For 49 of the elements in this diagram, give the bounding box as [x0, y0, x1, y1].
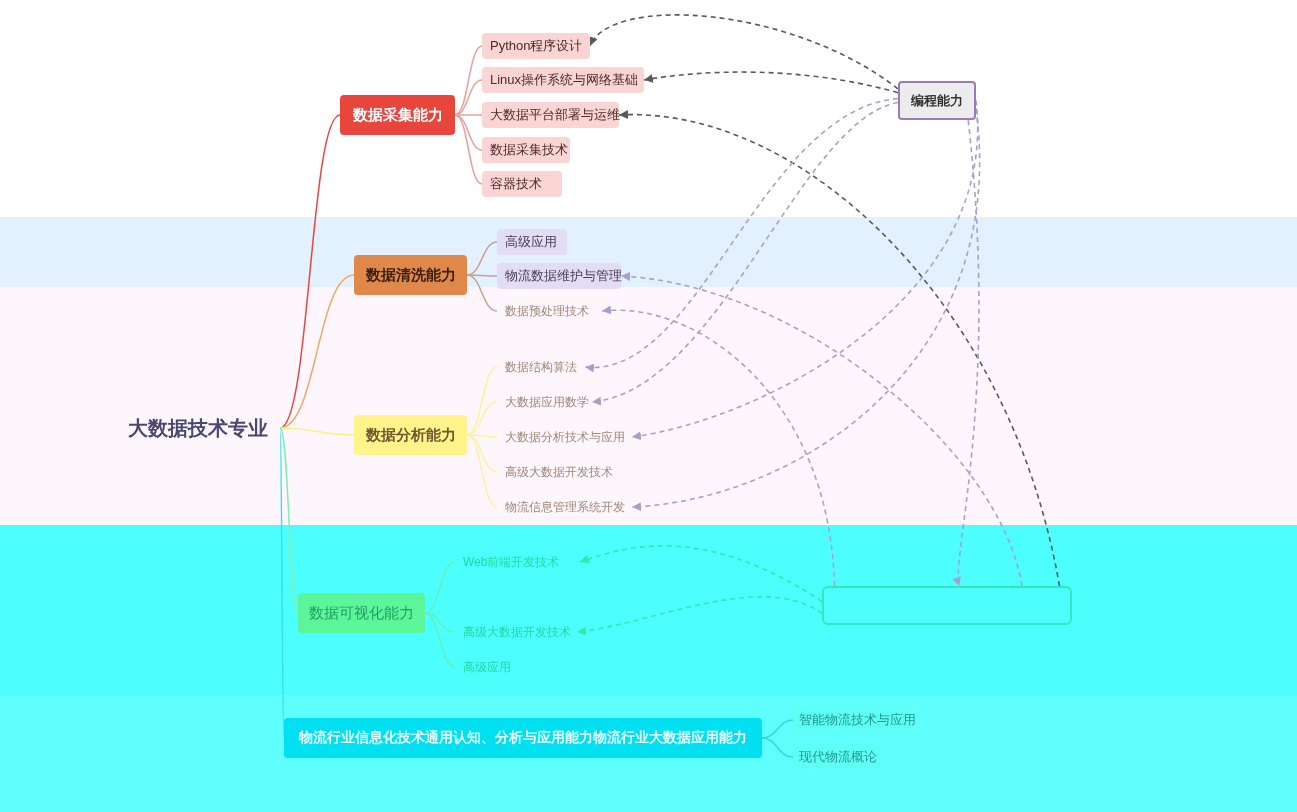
subtopic-box: 容器技术	[482, 171, 562, 197]
subtopic-box: Linux操作系统与网络基础	[482, 67, 644, 93]
subtopic-box: 现代物流概论	[793, 744, 881, 770]
branch-line	[454, 45, 483, 116]
subtopic-label: 数据结构算法	[497, 354, 585, 380]
subtopic-label: 高级大数据开发技术	[497, 459, 617, 485]
subtopic-label: 物流信息管理系统开发	[497, 494, 632, 520]
subtopic-box: 智能物流技术与应用	[793, 707, 915, 733]
topic-box: 数据采集能力	[340, 95, 455, 135]
branch-line	[279, 114, 341, 429]
dashed-arrow	[589, 14, 899, 90]
subtopic-label: Web前端开发技术	[455, 549, 580, 575]
subtopic-box: 高级应用	[497, 229, 567, 255]
root-topic: 大数据技术专业	[128, 413, 280, 443]
dashed-arrow	[579, 545, 823, 603]
topic-box: 数据可视化能力	[298, 593, 425, 633]
dashed-arrow	[618, 110, 1061, 587]
branch-line	[466, 366, 498, 436]
branch-line	[279, 427, 355, 436]
branch-line	[279, 427, 299, 614]
branch-line	[454, 114, 483, 185]
branch-line	[761, 737, 794, 758]
topic-box: 编程能力	[898, 81, 976, 120]
subtopic-label: 高级大数据开发技术	[455, 619, 577, 645]
topic-box: 物流行业信息化技术通用认知、分析与应用能力物流行业大数据应用能力	[284, 718, 762, 758]
branch-line	[466, 274, 498, 277]
branch-line	[424, 561, 456, 614]
dashed-arrow	[953, 119, 980, 587]
subtopic-box: 大数据平台部署与运维	[482, 102, 619, 128]
empty-box	[822, 586, 1072, 625]
subtopic-label: 数据预处理技术	[497, 298, 602, 324]
subtopic-label: 高级应用	[455, 654, 525, 680]
dashed-arrow	[601, 306, 836, 587]
subtopic-box: 物流数据维护与管理	[497, 263, 621, 289]
dashed-arrow	[576, 596, 823, 636]
topic-box: 数据清洗能力	[354, 255, 467, 295]
branch-line	[466, 434, 498, 508]
dashed-arrow	[631, 107, 981, 511]
branch-line	[424, 612, 456, 668]
topic-box: 数据分析能力	[354, 415, 467, 455]
dashed-arrow	[631, 99, 978, 440]
branch-line	[466, 274, 498, 312]
subtopic-label: 大数据分析技术与应用	[497, 424, 632, 450]
dashed-arrow	[643, 71, 899, 94]
subtopic-label: 大数据应用数学	[497, 389, 592, 415]
branch-line	[761, 719, 794, 739]
dashed-arrow	[620, 272, 1023, 587]
subtopic-box: 数据采集技术	[482, 137, 570, 163]
subtopic-box: Python程序设计	[482, 33, 590, 59]
